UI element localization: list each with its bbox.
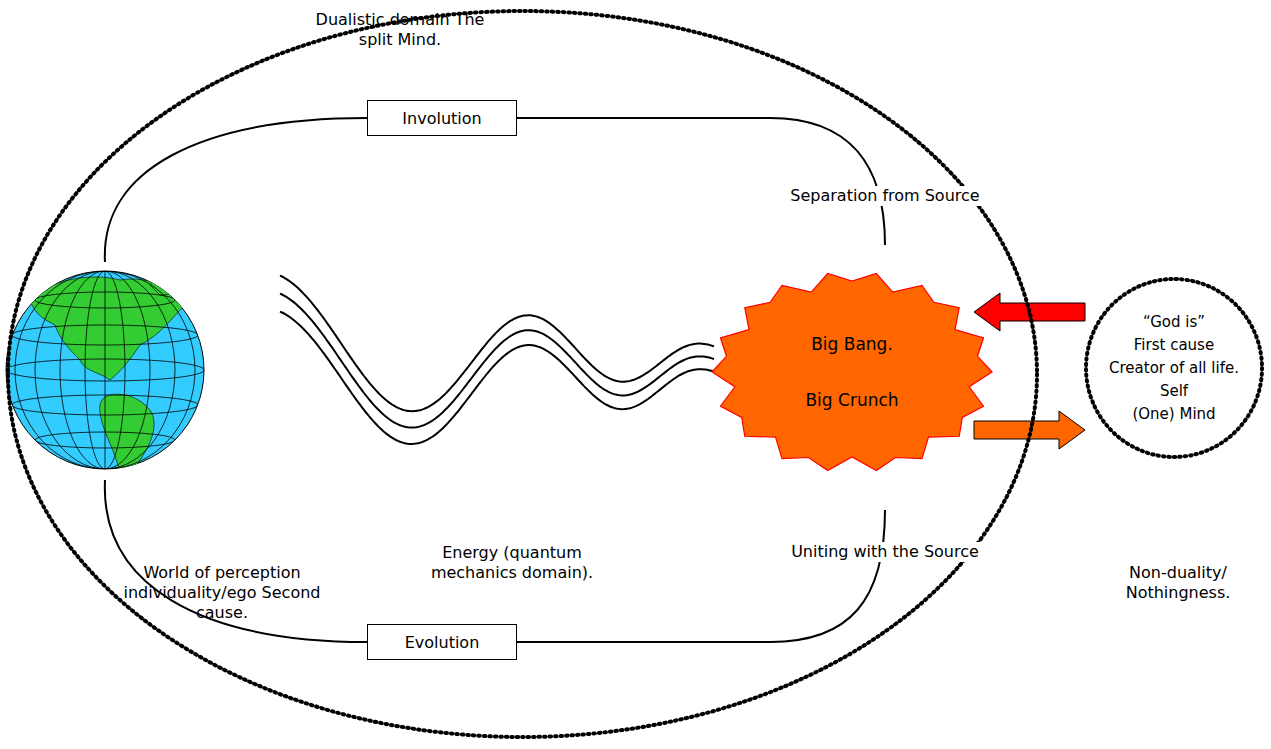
- ellipse-line: [8, 11, 1037, 737]
- box-label: Evolution: [405, 633, 480, 652]
- energy-waves: [280, 276, 714, 444]
- process-box: Involution: [367, 100, 517, 136]
- annotation-label: Separation from Source: [786, 186, 983, 206]
- box-label: Involution: [402, 109, 481, 128]
- source-text: Creator of all life.: [1109, 357, 1239, 380]
- cycle-line: [105, 118, 367, 262]
- annotation-label: Non-duality/ Nothingness.: [1108, 563, 1248, 603]
- wave-line: [280, 276, 714, 412]
- wave-line: [280, 312, 714, 444]
- source-circle: “God is”First causeCreator of all life.S…: [1083, 276, 1265, 460]
- cycle-line: [105, 480, 367, 642]
- starburst-label: Big Bang.: [811, 334, 893, 354]
- annotation-label: Uniting with the Source: [787, 542, 983, 562]
- source-text: (One) Mind: [1132, 403, 1215, 426]
- source-text: Self: [1160, 380, 1188, 403]
- source-text: First cause: [1134, 334, 1214, 357]
- starburst-shape: [712, 274, 992, 471]
- starburst-label: Big Crunch: [805, 390, 898, 410]
- circle-line: [1086, 279, 1262, 457]
- region-title: Dualistic domain The split Mind.: [315, 10, 485, 50]
- globe: [6, 270, 204, 478]
- annotation-label: World of perception individuality/ego Se…: [122, 563, 322, 623]
- dualistic-domain-ellipse: Dualistic domain The split Mind. Involuti…: [5, 8, 1040, 740]
- starburst: Big Bang. Big Crunch: [712, 272, 992, 472]
- source-text: “God is”: [1143, 311, 1205, 334]
- wave-line: [280, 294, 714, 428]
- process-box: Evolution: [367, 624, 517, 660]
- cycle-line: [517, 118, 885, 245]
- annotation-label: Energy (quantum mechanics domain).: [417, 543, 607, 583]
- starburst-outline: [712, 272, 992, 472]
